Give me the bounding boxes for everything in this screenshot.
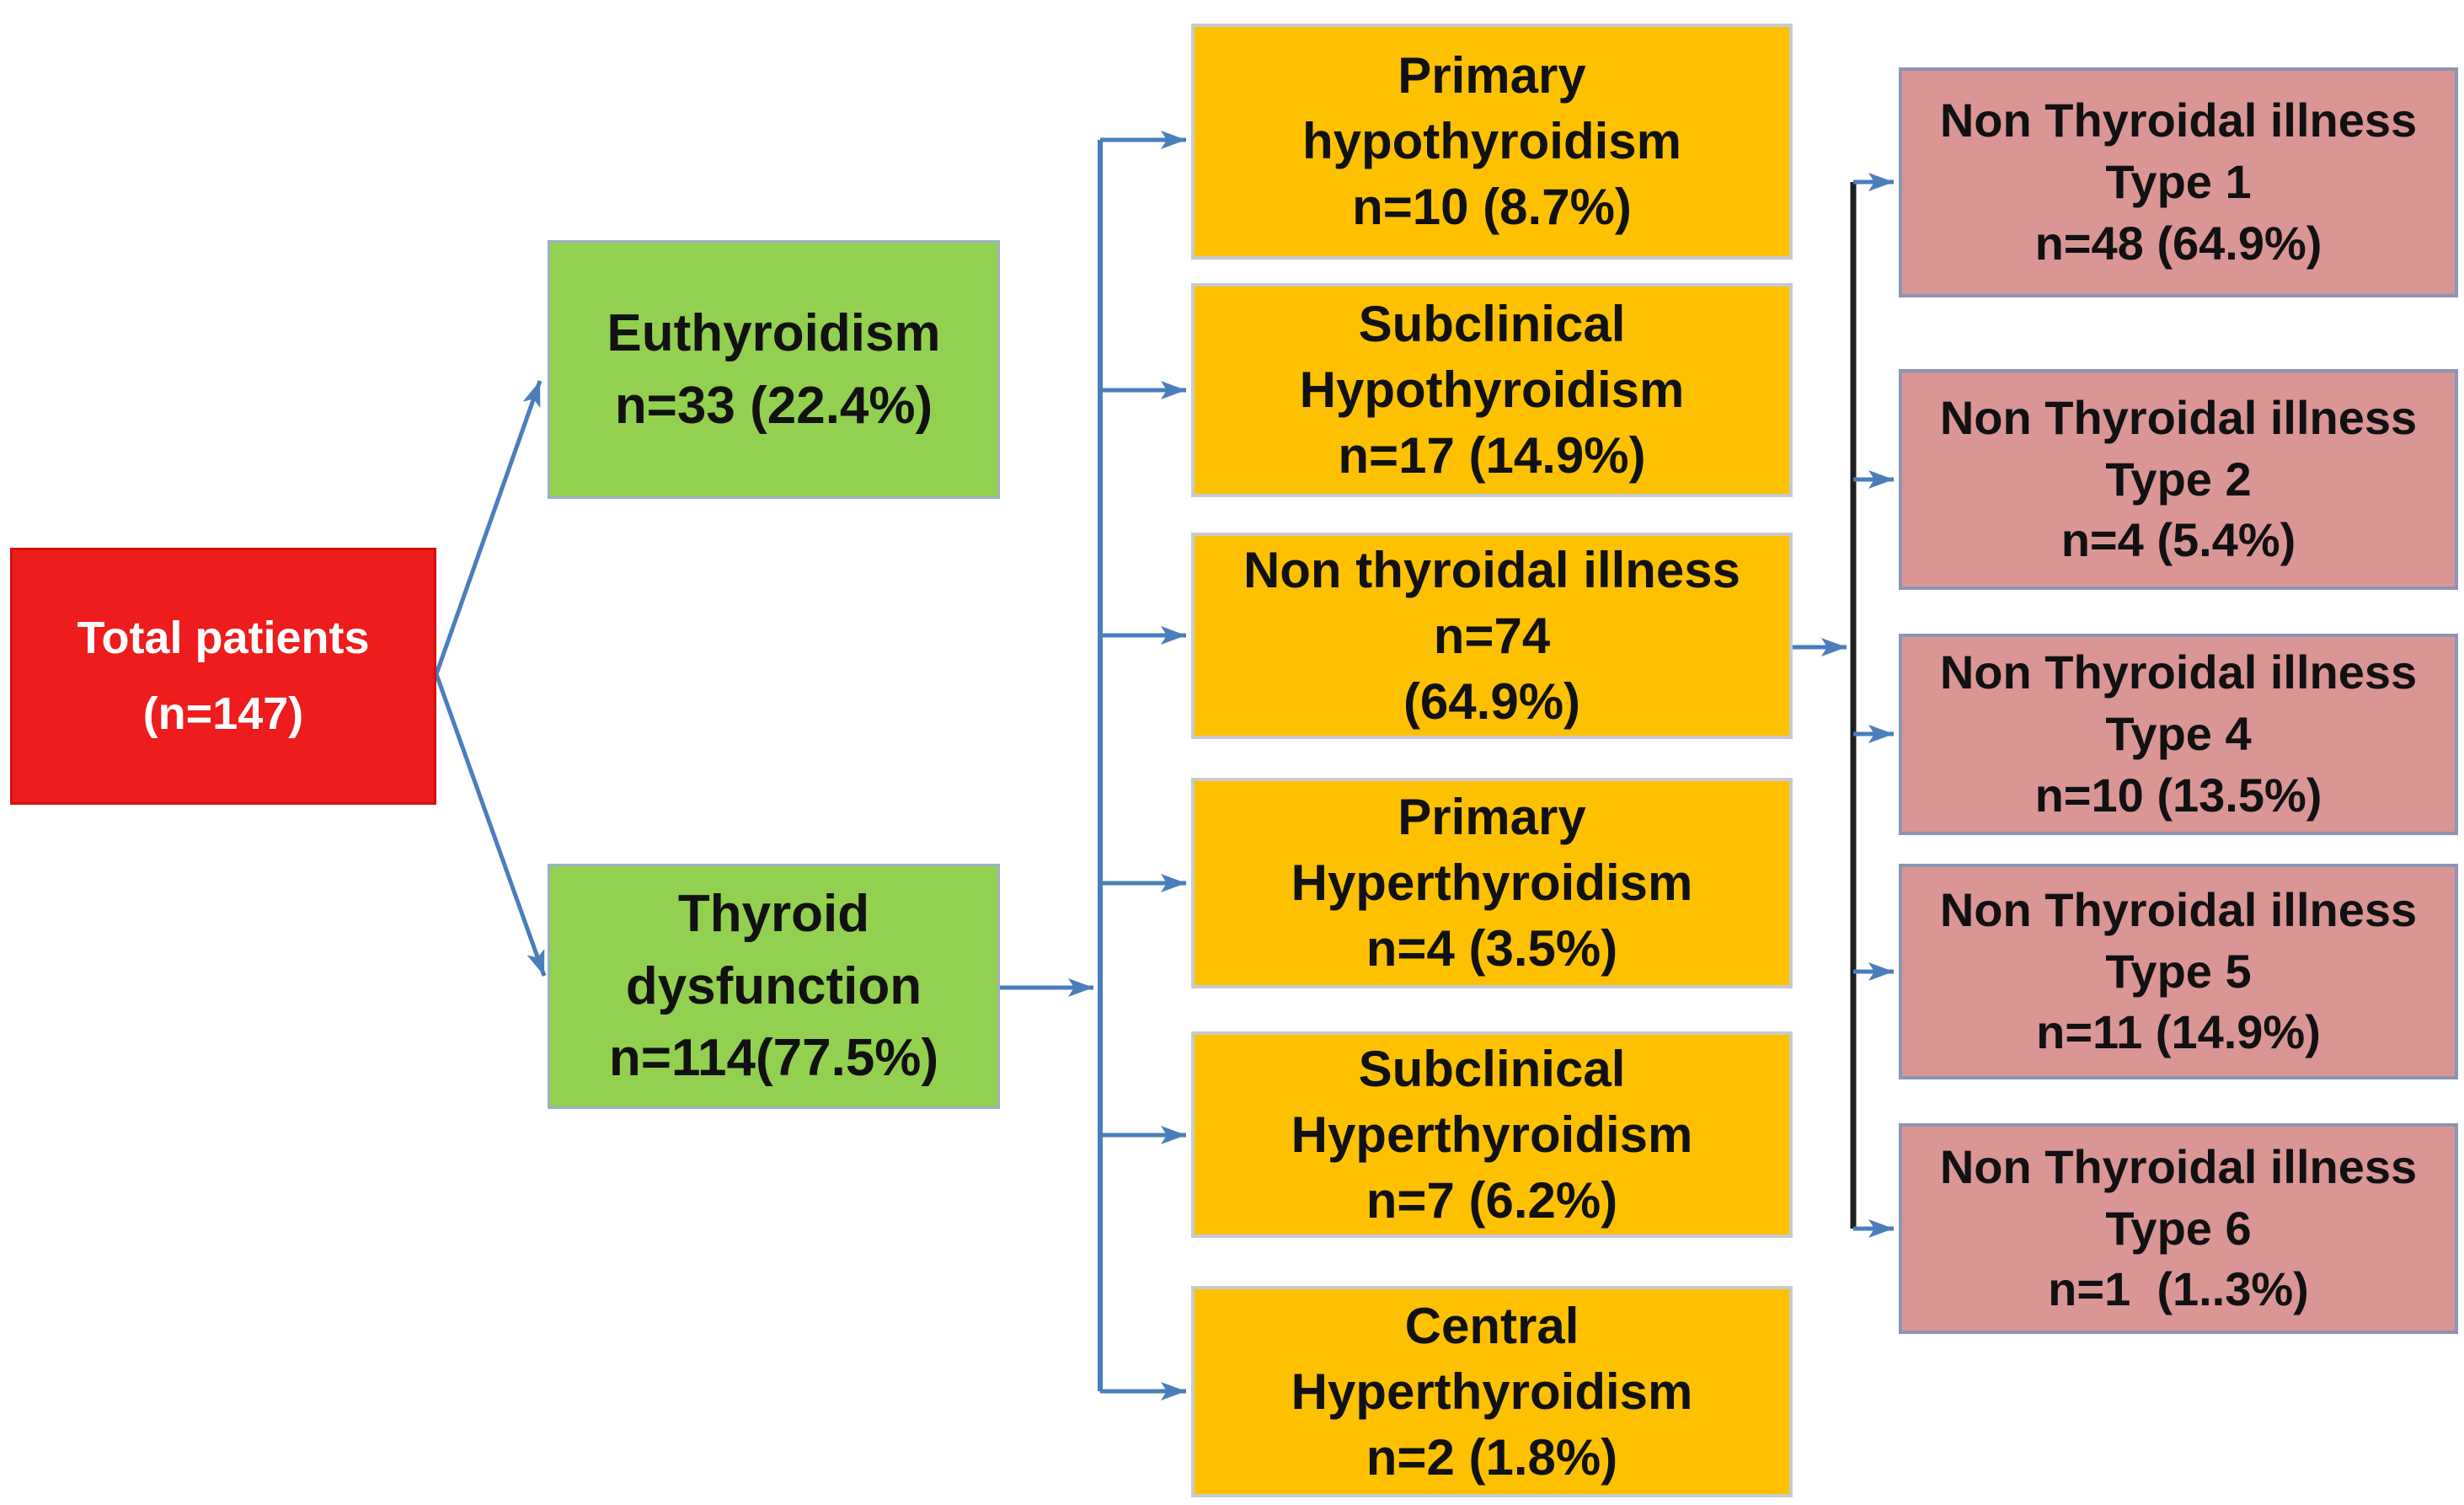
node-label-line: n=10 (13.5%) [2034,768,2322,822]
node-label-line: Type 1 [2105,155,2252,209]
node-nti-type-1: Non Thyroidal illness Type 1 n=48 (64.9%… [1899,67,2458,297]
node-non-thyroidal-illness: Non thyroidal illness n=74 (64.9%) [1191,533,1793,739]
node-nti-type-5: Non Thyroidal illness Type 5 n=11 (14.9%… [1899,864,2458,1079]
node-label-line: Subclinical [1358,296,1626,352]
node-total-patients: Total patients (n=147) [10,548,436,805]
node-label-line: Type 6 [2105,1201,2252,1255]
node-label-line: n=33 (22.4%) [614,376,933,435]
node-label-line: Hyperthyroidism [1291,1363,1693,1420]
node-label-line: Type 5 [2105,944,2252,998]
node-label-line: Non Thyroidal illness [1939,94,2418,147]
node-label-line: Thyroid [677,885,870,944]
node-label-line: n=4 (3.5%) [1366,920,1618,977]
node-label-line: n=2 (1.8%) [1366,1428,1618,1486]
node-label-line: Hypothyroidism [1299,362,1685,418]
node-label-line: Primary [1398,47,1586,104]
node-label-line: n=74 [1433,607,1551,664]
node-label-line: Non thyroidal illness [1243,541,1741,598]
node-label-line: Hyperthyroidism [1291,1106,1693,1163]
node-subclinical-hypothyroidism: Subclinical Hypothyroidism n=17 (14.9%) [1191,283,1793,497]
node-label-line: n=7 (6.2%) [1366,1171,1618,1229]
node-label-line: n=11 (14.9%) [2036,1005,2321,1059]
node-label-line: Central [1404,1297,1579,1354]
node-label-line: (64.9%) [1403,672,1581,730]
node-euthyroidism: Euthyroidism n=33 (22.4%) [548,240,1000,499]
node-label-line: n=1 (1..3%) [2048,1262,2309,1316]
node-nti-type-2: Non Thyroidal illness Type 2 n=4 (5.4%) [1899,369,2458,590]
node-label-line: Type 4 [2105,707,2252,761]
node-nti-type-4: Non Thyroidal illness Type 4 n=10 (13.5%… [1899,634,2458,835]
edge-total-to-thyroid-dysfunction [434,673,547,977]
node-subclinical-hyperthyroidism: Subclinical Hyperthyroidism n=7 (6.2%) [1191,1031,1793,1238]
node-label-line: n=48 (64.9%) [2034,216,2322,270]
node-label-line: dysfunction [625,956,922,1015]
node-central-hyperthyroidism: Central Hyperthyroidism n=2 (1.8%) [1191,1286,1793,1497]
node-label-line: hypothyroidism [1301,113,1682,169]
node-label-line: n=17 (14.9%) [1338,427,1646,484]
node-label-line: Hyperthyroidism [1291,854,1693,911]
node-label-line: n=10 (8.7%) [1352,179,1632,235]
node-label-line: Total patients [77,613,370,664]
node-label-line: Subclinical [1358,1040,1626,1097]
node-primary-hyperthyroidism: Primary Hyperthyroidism n=4 (3.5%) [1191,778,1793,988]
node-label-line: n=4 (5.4%) [2060,513,2296,567]
node-label-line: (n=147) [142,688,304,739]
node-label-line: Non Thyroidal illness [1939,390,2418,444]
node-nti-type-6: Non Thyroidal illness Type 6 n=1 (1..3%) [1899,1123,2458,1334]
node-label-line: n=114(77.5%) [608,1029,939,1088]
edge-total-to-euthyroidism [434,380,543,675]
node-label-line: Non Thyroidal illness [1939,882,2418,936]
node-label-line: Type 2 [2105,452,2252,506]
node-label-line: Non Thyroidal illness [1939,1139,2418,1193]
node-label-line: Euthyroidism [607,303,941,362]
node-primary-hypothyroidism: Primary hypothyroidism n=10 (8.7%) [1191,24,1793,260]
node-label-line: Primary [1398,789,1586,845]
node-label-line: Non Thyroidal illness [1939,645,2418,699]
node-thyroid-dysfunction: Thyroid dysfunction n=114(77.5%) [548,864,1000,1109]
